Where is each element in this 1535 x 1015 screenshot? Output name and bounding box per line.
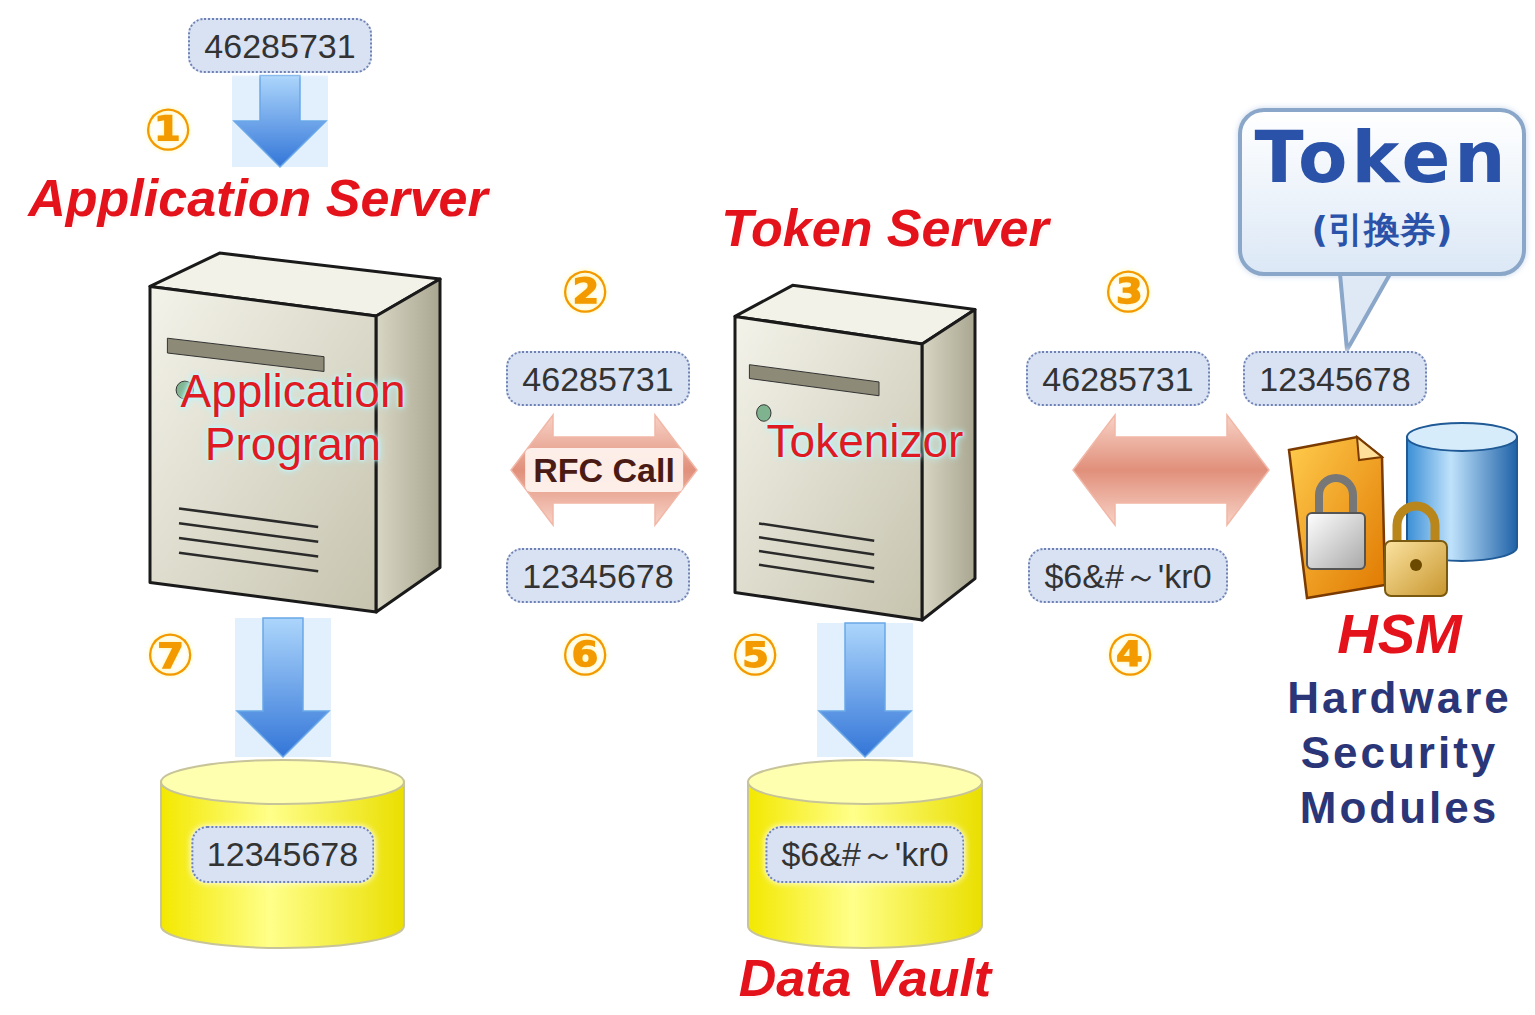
- database-cylinder: 12345678: [160, 760, 405, 950]
- edge-label: RFC Call: [525, 448, 683, 492]
- callout-number: ③: [1103, 263, 1152, 321]
- arrow-glow: [235, 618, 331, 757]
- server-heading: Application Server: [8, 170, 508, 227]
- server-slot: [759, 551, 874, 568]
- callout-number: ⑤: [730, 626, 779, 684]
- cylinder-top: [748, 760, 982, 804]
- data-value: $6&#～'kr0: [1044, 555, 1211, 598]
- token-title: Token: [1242, 116, 1522, 199]
- server-slot: [759, 523, 874, 540]
- data-pill: 12345678: [506, 548, 690, 603]
- database-icon-top: [1407, 423, 1517, 451]
- server-slot: [759, 537, 874, 554]
- server-heading: Token Server: [700, 200, 1070, 257]
- hsm-node: HSMHardware Security Modules: [1272, 415, 1527, 860]
- padlock-keyhole: [1410, 559, 1422, 571]
- data-value: 46285731: [204, 25, 355, 68]
- flow-arrow: [237, 618, 329, 757]
- cylinder-body: [748, 782, 982, 948]
- server-node: Application ServerApplication Program: [8, 170, 508, 615]
- callout-number: ⑦: [145, 626, 194, 684]
- callout-tail: [1340, 274, 1390, 350]
- flow-arrow: [234, 76, 326, 168]
- server-front: [735, 316, 922, 620]
- data-vault-cylinder: $6&#～'kr0Data Vault: [715, 760, 1015, 1012]
- data-pill: 12345678: [1243, 351, 1427, 406]
- data-pill: 46285731: [1026, 351, 1210, 406]
- callout-number: ④: [1105, 626, 1154, 684]
- padlock-body: [1385, 541, 1447, 596]
- rfc-double-arrow: [1073, 415, 1269, 525]
- padlock-shackle: [1397, 506, 1435, 545]
- program-name: Tokenizor: [720, 415, 1010, 468]
- callout-number: ①: [143, 101, 192, 159]
- stored-value: $6&#～'kr0: [765, 826, 964, 883]
- data-pill: 46285731: [506, 351, 690, 406]
- hsm-illustration: [1277, 415, 1522, 600]
- server-slot: [179, 523, 318, 542]
- data-value: 12345678: [522, 555, 673, 598]
- server-slot: [179, 538, 318, 557]
- arrow-glow: [232, 76, 328, 168]
- cylinder-top: [161, 760, 404, 804]
- flow-arrow: [819, 623, 911, 757]
- token-callout-bubble: Token (引換券): [1238, 108, 1526, 276]
- server-side: [376, 279, 440, 612]
- callout-number: ②: [560, 263, 609, 321]
- hsm-acronym: HSM: [1272, 603, 1527, 665]
- padlock-body: [1307, 513, 1365, 569]
- callout-number: ⑥: [560, 626, 609, 684]
- padlock-shackle: [1319, 478, 1353, 515]
- server-bay: [749, 365, 879, 396]
- cylinder-body: [161, 782, 404, 948]
- server-slot: [179, 508, 318, 527]
- arrow-glow: [817, 623, 913, 757]
- rfc-double-arrow: [511, 415, 697, 525]
- stored-value: 12345678: [191, 826, 374, 883]
- server-slot: [179, 553, 318, 572]
- program-name: Application Program: [128, 365, 458, 471]
- data-value: 46285731: [1042, 358, 1193, 401]
- document-fold: [1357, 437, 1382, 460]
- document-icon: [1289, 437, 1385, 598]
- hsm-full-name: Hardware Security Modules: [1272, 670, 1527, 835]
- server-node: Token ServerTokenizor: [700, 200, 1070, 620]
- data-pill: 46285731: [188, 18, 372, 73]
- data-value: 46285731: [522, 358, 673, 401]
- data-pill: $6&#～'kr0: [1028, 548, 1228, 603]
- vault-heading: Data Vault: [715, 950, 1015, 1007]
- token-japanese: (引換券): [1242, 208, 1522, 251]
- server-slot: [759, 565, 874, 582]
- data-value: 12345678: [1259, 358, 1410, 401]
